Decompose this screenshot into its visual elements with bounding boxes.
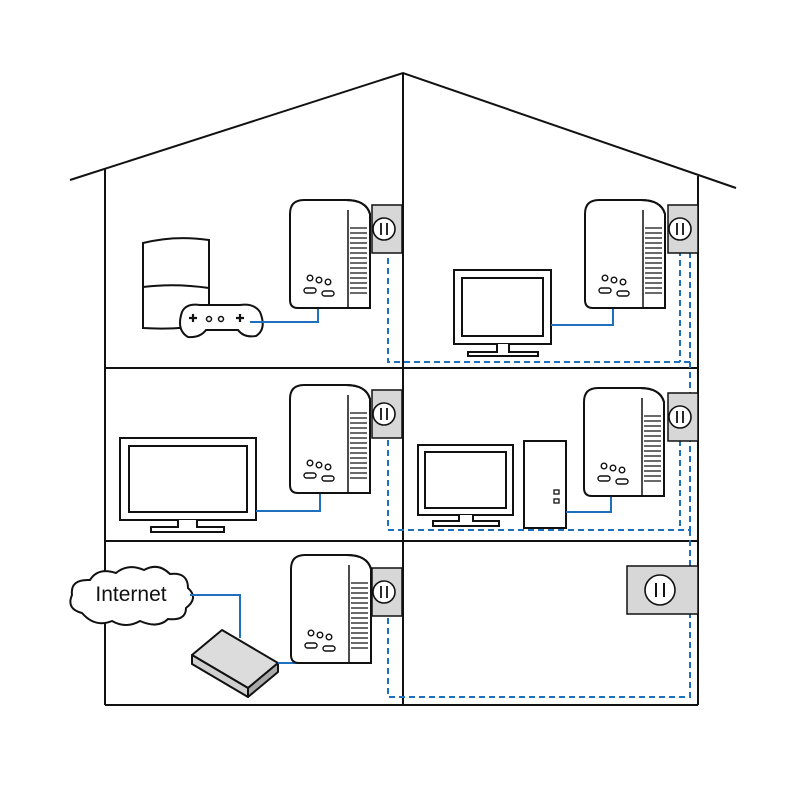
wall-socket-icon — [371, 567, 403, 617]
room-middle-right — [417, 387, 699, 529]
ethernet-cable — [250, 306, 319, 323]
wall-socket-icon — [371, 204, 403, 254]
house-outline — [69, 71, 737, 706]
ethernet-cable — [256, 493, 321, 512]
tv-icon — [119, 437, 257, 533]
ethernet-cable — [566, 497, 612, 513]
wall-socket-icon — [667, 392, 699, 442]
powerline-adapter-icon — [584, 199, 666, 309]
internet-cloud-icon: Internet — [69, 565, 194, 626]
room-bottom-right — [626, 565, 699, 615]
powerline-adapter-icon — [289, 199, 371, 309]
wall-socket-icon — [667, 204, 699, 254]
powerline-adapter-icon — [290, 554, 372, 664]
room-middle-left — [119, 384, 403, 533]
router-icon — [191, 629, 279, 698]
gamepad-icon — [179, 303, 264, 339]
wall-socket-icon — [371, 389, 403, 439]
internet-label: Internet — [95, 583, 166, 606]
room-top-right — [453, 199, 699, 357]
room-top-left — [142, 199, 403, 339]
powerline-wiring — [387, 250, 691, 698]
wall-outlet-icon — [626, 565, 699, 615]
ethernet-cable — [551, 305, 614, 326]
powerline-adapter-icon — [289, 384, 371, 494]
monitor-icon — [417, 444, 514, 527]
pc-tower-icon — [523, 440, 567, 529]
powerline-adapter-icon — [583, 387, 665, 497]
monitor-icon — [453, 269, 552, 357]
room-bottom-left: Internet — [69, 554, 403, 698]
internet-cable — [190, 594, 241, 638]
